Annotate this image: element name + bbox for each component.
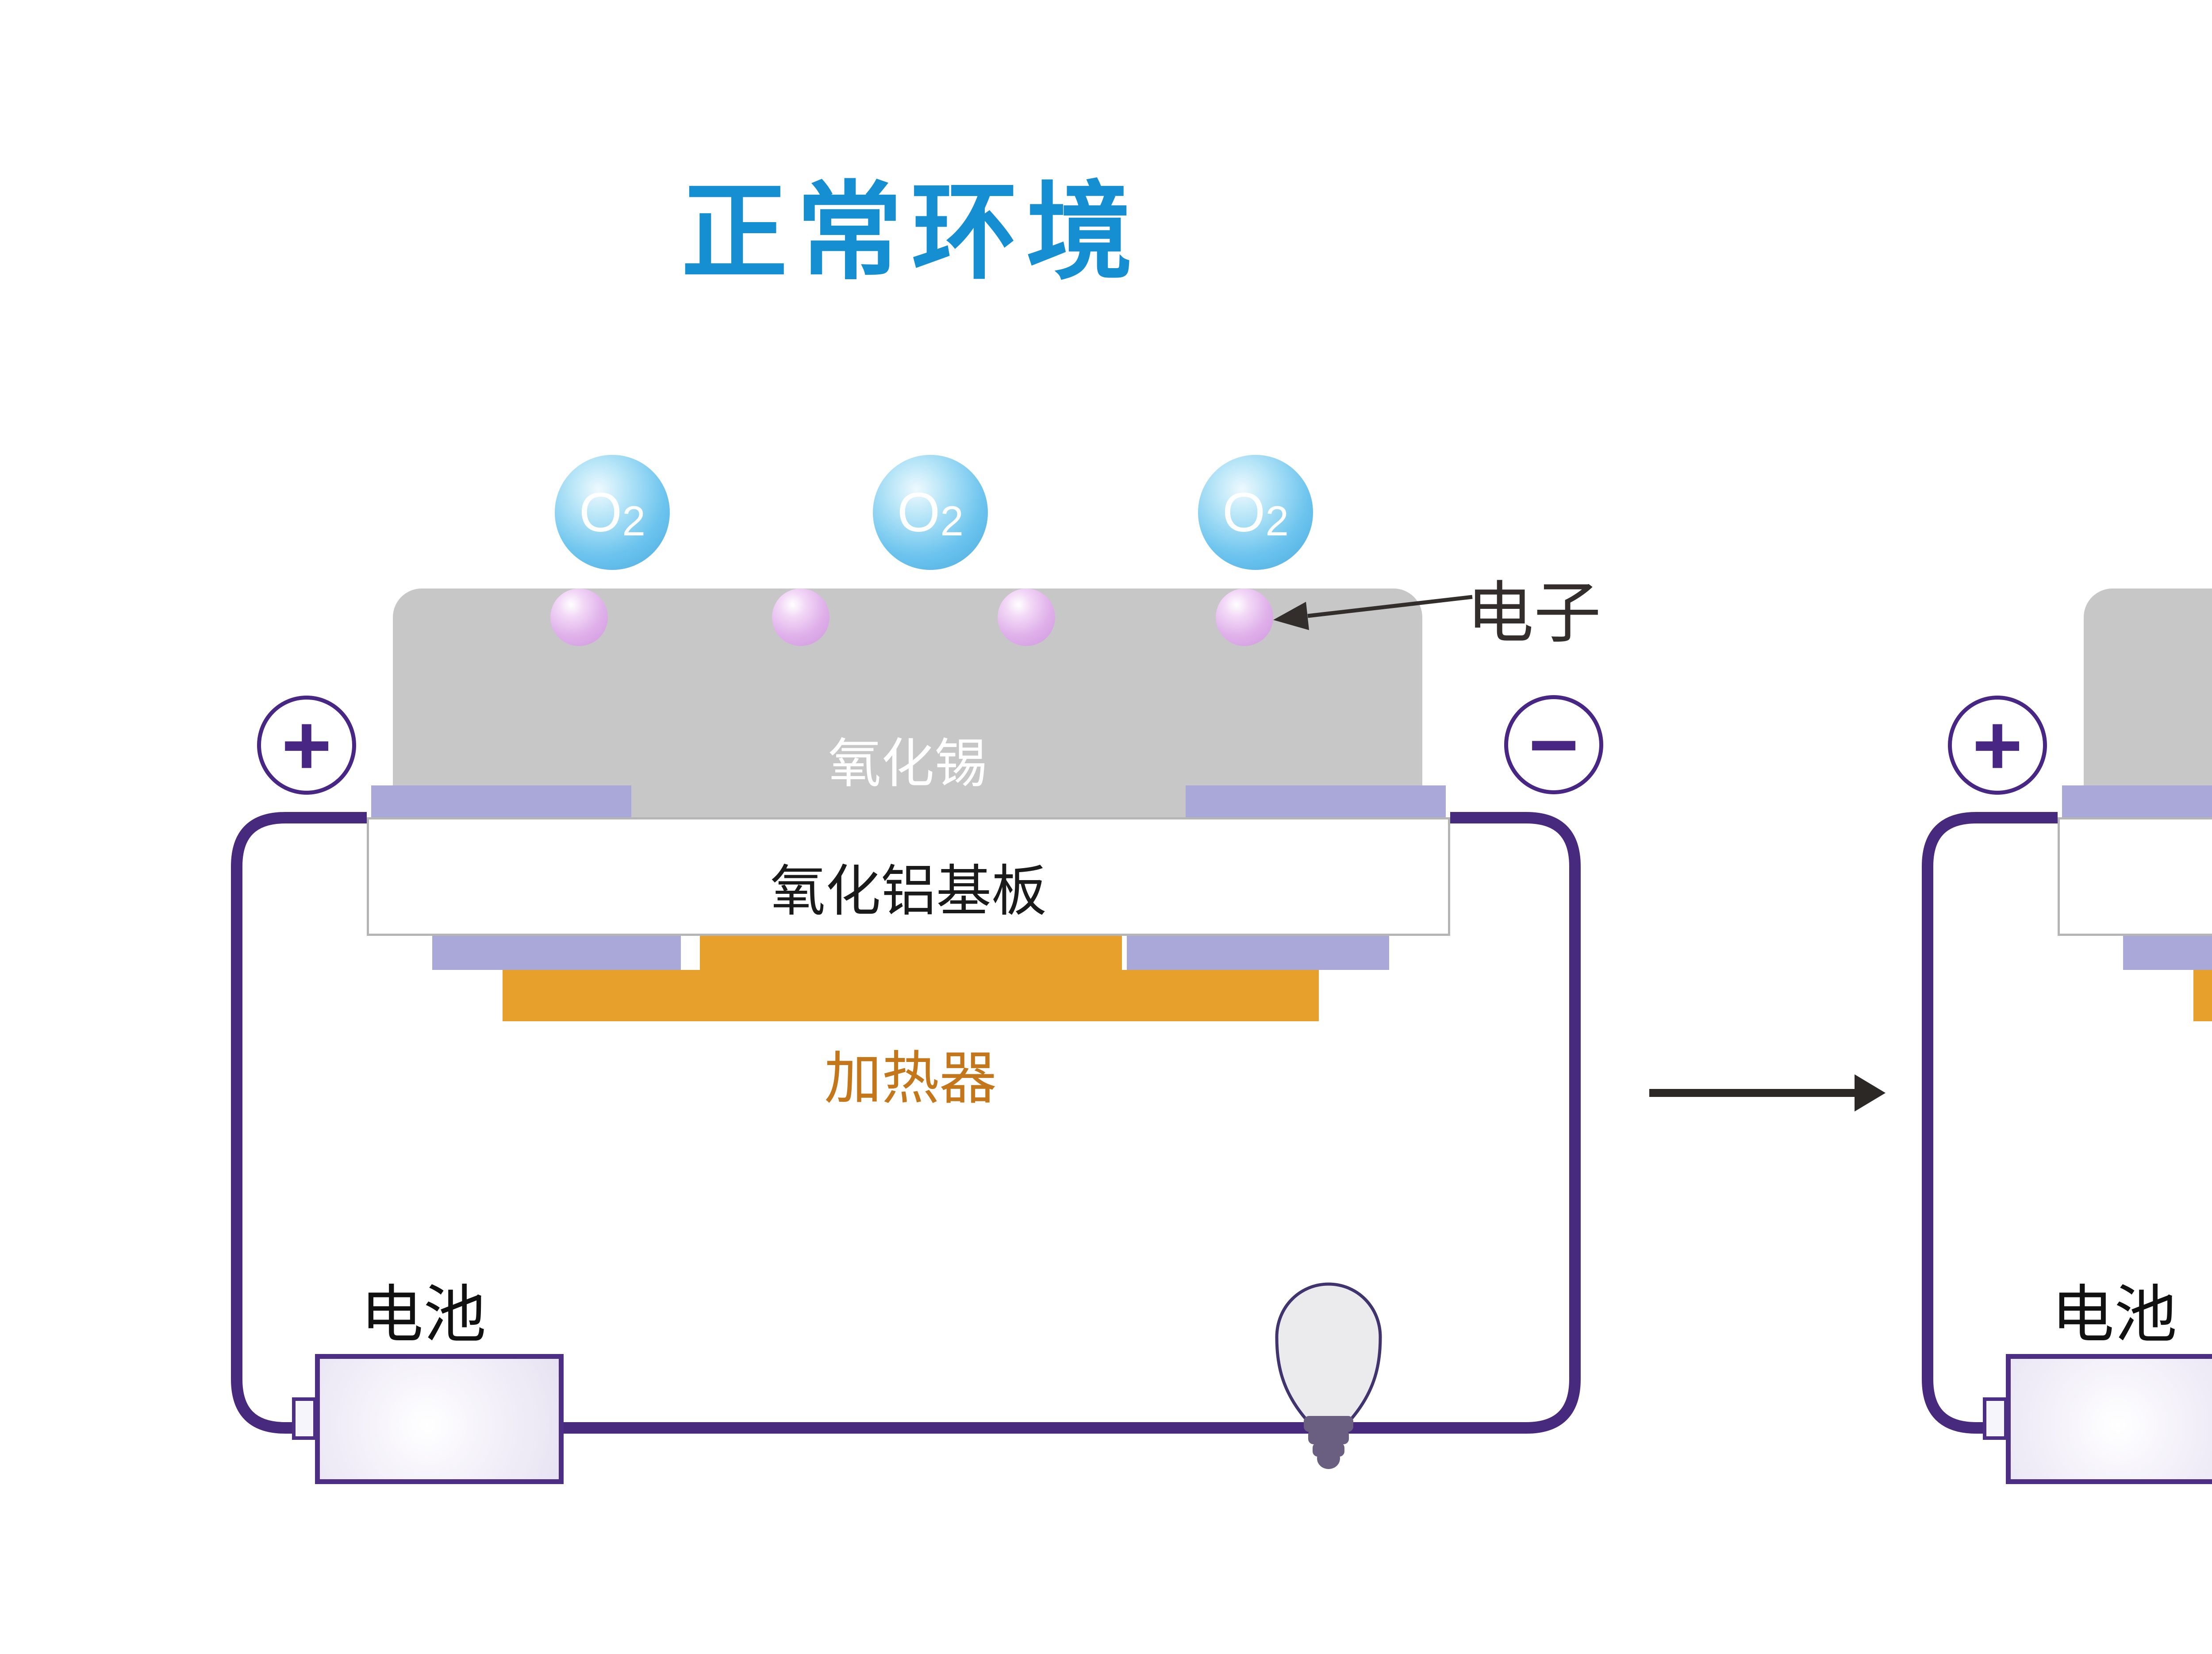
tin-oxide-block (2084, 589, 2212, 817)
electron-label: 电子 (1467, 576, 1601, 651)
oxygen-symbol: O (579, 481, 622, 543)
battery (2006, 1354, 2212, 1484)
electron-icon (772, 589, 830, 646)
electron-icon (998, 589, 1055, 646)
electrode-pad (432, 936, 681, 970)
heater-block-top (700, 936, 1122, 970)
left-panel-title: 正常环境 (681, 173, 1141, 292)
tin-oxide-label: 氧化锡 (828, 734, 987, 793)
battery-terminal-nub (292, 1397, 317, 1440)
heater-label: 加热器 (824, 1046, 997, 1111)
alumina-substrate-label: 氧化铝基板 (2146, 846, 2212, 926)
battery-label: 电池 (361, 1280, 486, 1350)
electrode-pad (1186, 785, 1446, 817)
minus-terminal-icon: − (1504, 695, 1603, 794)
battery-terminal-nub (1983, 1397, 2008, 1440)
battery-label: 电池 (2051, 1280, 2177, 1350)
battery (315, 1354, 564, 1484)
plus-terminal-icon: + (257, 696, 356, 795)
heater-block (503, 970, 1319, 1021)
plus-terminal-icon: + (1948, 696, 2047, 795)
electron-icon (550, 589, 608, 646)
electrode-pad (2123, 936, 2212, 970)
electron-icon (1216, 589, 1273, 646)
electrode-pad (2062, 785, 2212, 817)
electrode-pad (1127, 936, 1389, 970)
electrode-pad (371, 785, 631, 817)
bulb-off-icon (1275, 1282, 1382, 1469)
heater-block (2193, 970, 2212, 1021)
transition-arrow (1649, 1074, 1886, 1112)
oxygen-subscript: 2 (622, 497, 646, 545)
alumina-substrate-label: 氧化铝基板 (770, 861, 1047, 922)
